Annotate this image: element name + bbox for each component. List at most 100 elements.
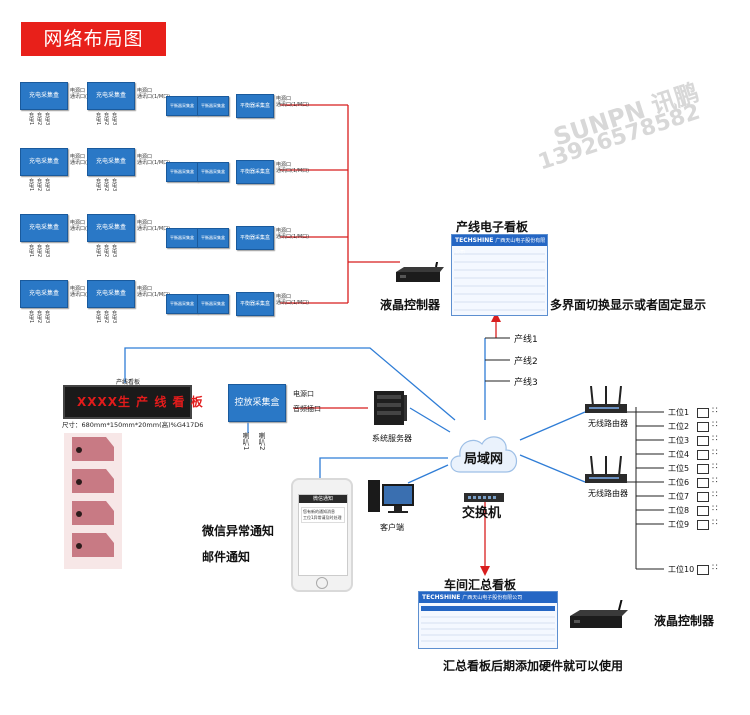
led-sign-size: 尺寸：680mm*150mm*20mm(高)%G417D6 <box>62 421 204 429</box>
channel-label: 充电2 <box>103 244 109 258</box>
wifi-signal-icon: ∷ <box>712 476 718 486</box>
port-label-power: 电源口 <box>137 286 153 292</box>
router-2-label: 无线路由器 <box>588 489 628 498</box>
channel-label: 充电2 <box>103 178 109 192</box>
channel-label: 充电1 <box>28 244 34 258</box>
port-label-power: 电源口 <box>137 220 153 226</box>
station-device-icon <box>697 506 709 516</box>
board-bottom: TECHSHINE 广西天山电子股份有限公司 <box>418 591 558 649</box>
ac-collector-ports: 电源口通讯口(1/M口) <box>276 294 309 306</box>
wechat-notify-label: 微信异常通知 <box>202 524 275 538</box>
line-label-1: 产线1 <box>514 335 538 345</box>
wifi-signal-icon: ∷ <box>712 434 718 444</box>
ac-collector-box: 平衡器采集盒 <box>166 96 198 116</box>
mail-notify-label: 邮件通知 <box>202 550 251 564</box>
channel-label: 充电2 <box>36 244 42 258</box>
channel-label: 充电1 <box>95 310 101 324</box>
board-bottom-company: 广西天山电子股份有限公司 <box>462 595 523 601</box>
tower-light <box>64 433 122 569</box>
lan-cloud-image <box>450 436 518 473</box>
port-label-comm: 通讯口(1/M口) <box>70 292 103 298</box>
switch-label: 交换机 <box>462 506 502 521</box>
channel-label: 充电3 <box>111 310 117 324</box>
lcd-controller-bottom-image <box>570 597 628 628</box>
router-1 <box>585 385 627 414</box>
station-label: 工位2 <box>668 422 690 431</box>
release-box-port1: 电源口 <box>293 390 314 398</box>
horn-label-2: 喇叭2 <box>258 432 266 451</box>
station-device-icon <box>697 520 709 530</box>
channel-label: 充电1 <box>95 178 101 192</box>
board-bottom-logo: TECHSHINE <box>422 594 461 601</box>
port-label-comm: 通讯口(1/M口) <box>276 300 310 306</box>
lcd-controller-bottom-label: 液晶控制器 <box>654 614 715 628</box>
board-bottom-table <box>421 606 555 642</box>
horn-labels: 喇叭1 喇叭2 <box>241 432 267 450</box>
phone-message: 您有新的通知消息 工位1异常请及时处理 <box>301 507 345 523</box>
ac-collector-box: 平衡器采集盒 <box>197 228 229 248</box>
display-note: 多界面切换显示或者固定显示 <box>550 298 707 312</box>
port-label-comm: 通讯口(1/M口) <box>70 160 103 166</box>
line-label-3: 产线3 <box>514 378 538 388</box>
channel-label: 充电3 <box>111 112 117 126</box>
port-label-comm: 通讯口(1/M口) <box>137 292 171 298</box>
port-label-power: 电源口 <box>70 286 86 292</box>
wifi-signal-icon: ∷ <box>712 448 718 458</box>
channel-label: 充电1 <box>28 112 34 126</box>
switch-image <box>464 493 504 502</box>
station-device-icon <box>697 408 709 418</box>
board-bottom-header: TECHSHINE 广西天山电子股份有限公司 <box>419 592 557 603</box>
horn-label-1: 喇叭1 <box>242 432 250 451</box>
station-device-icon <box>697 478 709 488</box>
channel-label: 充电1 <box>95 112 101 126</box>
led-sign: XXXX生 产 线 看 板 <box>63 385 203 419</box>
charge-collector-ports: 电源口通讯口(1/M口) <box>137 88 170 100</box>
router-2-image <box>585 455 627 483</box>
wifi-signal-icon: ∷ <box>712 406 718 416</box>
release-box-port2: 音频插口 <box>293 405 321 413</box>
port-label-power: 电源口 <box>70 154 86 160</box>
ac-collector-ports: 电源口通讯口(1/M口) <box>276 162 309 174</box>
ac-collector-box: 平衡器采集盒 <box>166 228 198 248</box>
lan-cloud <box>446 428 522 478</box>
channel-label: 充电2 <box>36 310 42 324</box>
board-top-header: TECHSHINE 广西天山电子股份有限公司 <box>452 235 547 256</box>
channel-label: 充电3 <box>111 178 117 192</box>
station-label: 工位7 <box>668 492 690 501</box>
ac-collector-box: 平衡器采集盒 <box>197 96 229 116</box>
lcd-controller-top-label: 液晶控制器 <box>380 298 441 312</box>
client-image <box>368 480 414 513</box>
board-top-table <box>454 253 545 311</box>
phone-message-line1: 您有新的通知消息 <box>303 509 335 514</box>
station-device-icon <box>697 464 709 474</box>
router-1-label: 无线路由器 <box>588 419 628 428</box>
charge-collector-box: 充电采集盒 <box>20 82 68 110</box>
lcd-controller-bottom <box>566 597 628 630</box>
port-label-comm: 通讯口(1/M口) <box>137 94 171 100</box>
router-1-image <box>585 385 627 413</box>
channel-label: 充电1 <box>28 310 34 324</box>
charge-collector-box: 充电采集盒 <box>20 214 68 242</box>
channel-label: 充电3 <box>44 244 50 258</box>
port-label-comm: 通讯口(1/M口) <box>70 94 103 100</box>
charge-collector-box: 充电采集盒 <box>20 148 68 176</box>
port-label-comm: 通讯口(1/M口) <box>276 234 310 240</box>
channel-label: 充电3 <box>44 178 50 192</box>
phone: 微信通知 您有新的通知消息 工位1异常请及时处理 <box>291 478 353 592</box>
wifi-signal-icon: ∷ <box>712 563 718 573</box>
charge-collector-box: 充电采集盒 <box>87 214 135 242</box>
line-label-2: 产线2 <box>514 357 538 367</box>
ac-collector-box: 平衡器采集盒 <box>166 162 198 182</box>
port-label-comm: 通讯口(1/M口) <box>276 168 310 174</box>
channel-label: 充电2 <box>103 310 109 324</box>
station-device-icon <box>697 422 709 432</box>
ac-collector-box: 平衡器采集盒 <box>197 162 229 182</box>
channel-label: 充电1 <box>28 178 34 192</box>
